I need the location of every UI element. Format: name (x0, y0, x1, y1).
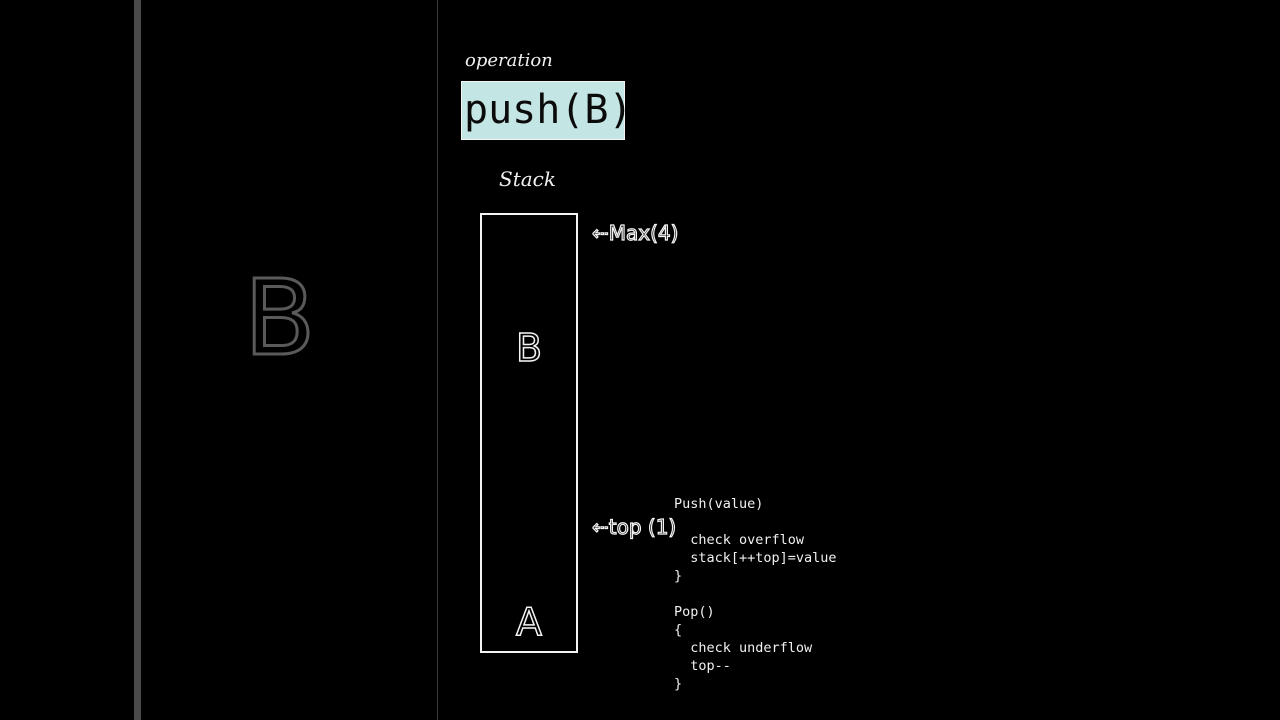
operation-text: push(B) (464, 87, 633, 133)
panel-divider (437, 0, 438, 720)
code-line: } (674, 676, 683, 692)
operation-label: operation (465, 50, 553, 71)
code-line: stack[++top]=value (674, 550, 837, 566)
code-line: check underflow (674, 640, 813, 656)
code-line: { (674, 622, 683, 638)
stack-container (480, 213, 578, 653)
code-line: } (674, 568, 683, 584)
code-line: Pop() (674, 604, 715, 620)
stack-item-a: A (515, 599, 543, 645)
code-line: check overflow (674, 532, 805, 548)
operation-box (461, 81, 625, 140)
ghost-letter-b: B (243, 257, 317, 380)
code-line: Push(value) (674, 496, 764, 512)
stack-item-b: B (515, 325, 543, 371)
code-line: top-- (674, 658, 731, 674)
left-edge-bar (134, 0, 141, 720)
top-pointer: ⇠top (1) (591, 514, 677, 539)
stack-title: Stack (499, 167, 556, 191)
max-pointer: ⇠Max(4) (591, 220, 679, 245)
code-snippet: Push(value) check overflow stack[++top]=… (674, 495, 837, 693)
